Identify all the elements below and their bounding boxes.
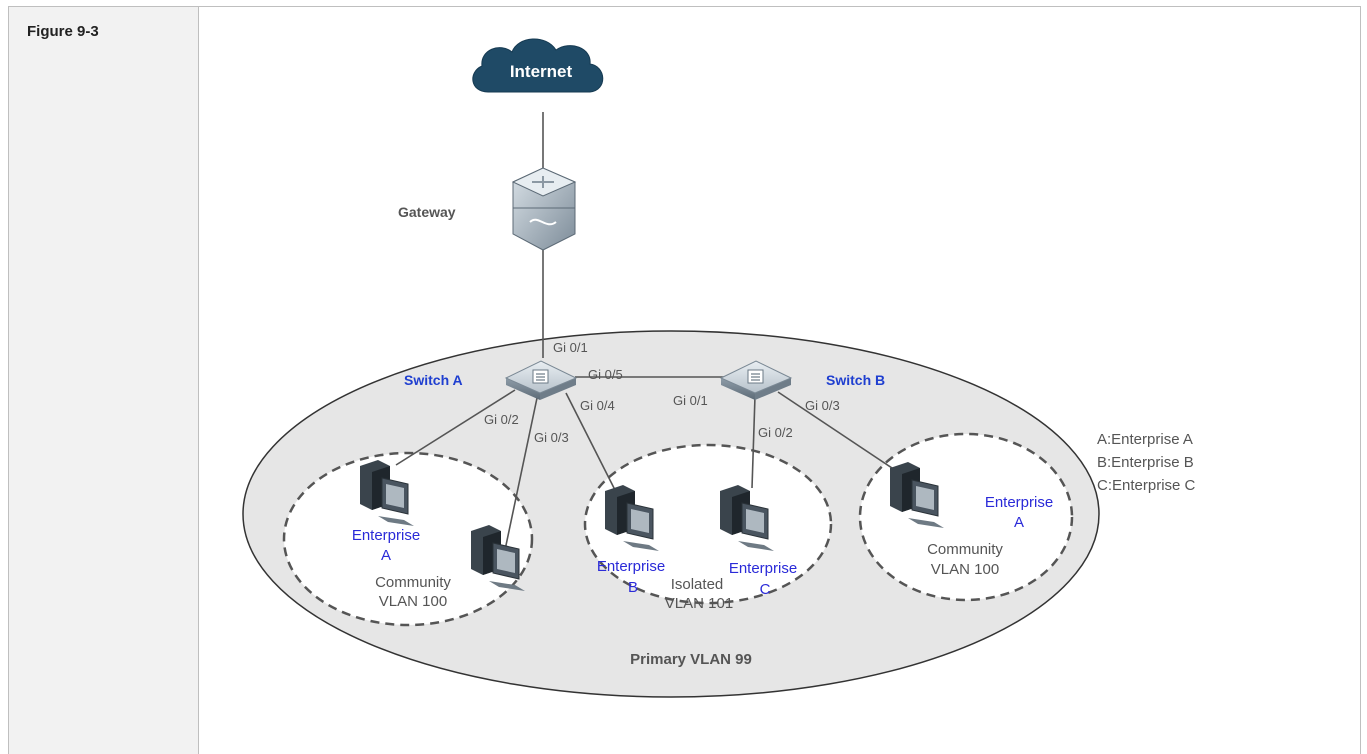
switch-a-icon — [504, 360, 578, 400]
gateway-label: Gateway — [398, 204, 456, 220]
pc-icon — [471, 525, 525, 591]
figure-label: Figure 9-3 — [27, 23, 99, 40]
legend: A:Enterprise A B:Enterprise B C:Enterpri… — [1097, 431, 1196, 494]
pc-icon — [605, 485, 659, 551]
legend-item: C:Enterprise C — [1097, 477, 1196, 494]
link-switch-b-gi02 — [751, 395, 756, 489]
left-enterprise-line2: A — [381, 547, 391, 564]
port-label-switch-a-gi03: Gi 0/3 — [534, 430, 569, 445]
isolated-label: Isolated — [671, 576, 724, 593]
gateway-router-icon — [511, 167, 577, 251]
port-label-switch-b-gi03: Gi 0/3 — [805, 398, 840, 413]
middle-vlan-label: VLAN 101 — [665, 595, 733, 612]
port-label-switch-a-gi02: Gi 0/2 — [484, 412, 519, 427]
right-enterprise-line2: A — [1014, 514, 1024, 531]
switch-a-label: Switch A — [404, 372, 463, 388]
pc-icon — [890, 462, 944, 528]
port-label-switch-b-gi01: Gi 0/1 — [673, 393, 708, 408]
link-switch-b-gi03 — [777, 391, 896, 471]
switch-b-label: Switch B — [826, 372, 885, 388]
switch-b-icon — [719, 360, 793, 400]
right-vlan-label: VLAN 100 — [931, 561, 999, 578]
enterprise-b-line1: Enterprise — [597, 558, 665, 575]
legend-item: B:Enterprise B — [1097, 454, 1194, 471]
port-label-switch-b-gi02: Gi 0/2 — [758, 425, 793, 440]
enterprise-c-line1: Enterprise — [729, 560, 797, 577]
port-label-switch-a-gi05: Gi 0/5 — [588, 367, 623, 382]
right-enterprise-line1: Enterprise — [985, 494, 1053, 511]
links — [395, 112, 896, 551]
right-community-label: Community — [927, 541, 1003, 558]
left-community-label: Community — [375, 574, 451, 591]
community-vlan-left-boundary — [282, 451, 534, 627]
internet-cloud-icon — [472, 38, 604, 93]
enterprise-b-line2: B — [628, 579, 638, 596]
link-switch-a-gi04 — [565, 392, 616, 491]
link-switch-a-gi03 — [504, 397, 538, 551]
internet-label: Internet — [510, 62, 573, 81]
left-vlan-label: VLAN 100 — [379, 593, 447, 610]
enterprise-c-line2: C — [760, 581, 771, 598]
legend-item: A:Enterprise A — [1097, 431, 1193, 448]
link-switch-a-gi02 — [395, 389, 516, 466]
isolated-vlan-boundary — [583, 443, 833, 605]
port-label-switch-a-gi01: Gi 0/1 — [553, 340, 588, 355]
port-label-switch-a-gi04: Gi 0/4 — [580, 398, 615, 413]
figure-label-cell: Figure 9-3 — [8, 6, 198, 754]
primary-vlan-label: Primary VLAN 99 — [630, 651, 752, 668]
pc-icon — [720, 485, 774, 551]
left-enterprise-line1: Enterprise — [352, 527, 420, 544]
pc-icon — [360, 460, 414, 526]
